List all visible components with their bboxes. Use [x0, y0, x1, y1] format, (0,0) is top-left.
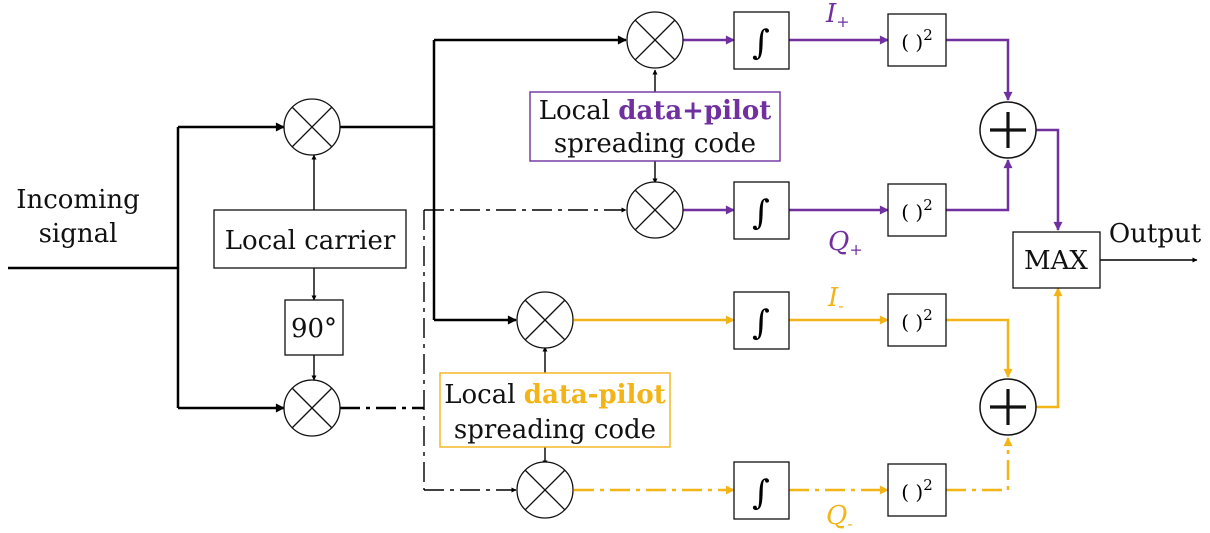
- square-exponent: 2: [923, 196, 933, 214]
- q-minus-sub: -: [847, 514, 852, 533]
- adder-plus: [979, 101, 1037, 159]
- q-minus-letter: Q: [826, 501, 847, 531]
- code-minus-line1: Local data-pilot: [444, 380, 666, 410]
- integrator-q-minus: ∫: [733, 461, 790, 520]
- squarer-i-minus: ( )2: [887, 293, 947, 347]
- svg-text:( )2: ( )2: [901, 476, 933, 504]
- code-minus-box: [439, 372, 671, 448]
- i-minus-label: I-: [827, 283, 844, 315]
- mixer-q-plus: [626, 181, 684, 239]
- code-minus-prefix: Local: [444, 380, 524, 410]
- squarer-i-plus: ( )2: [887, 13, 947, 67]
- mixer-q-minus: [516, 461, 574, 519]
- square-exponent: 2: [923, 306, 933, 324]
- input-wiring: [8, 35, 1198, 493]
- integrator-i-minus: ∫: [733, 291, 790, 350]
- q-plus-label: Q+: [828, 227, 863, 259]
- local-carrier-box: [213, 209, 407, 269]
- integrator-i-plus: ∫: [733, 11, 790, 70]
- i-plus-sub: +: [836, 12, 849, 31]
- incoming-signal-label-line1: Incoming: [16, 185, 140, 215]
- i-plus-label: I+: [825, 0, 850, 31]
- mixer-i-carrier: [283, 98, 341, 156]
- mixer-q-carrier: [283, 379, 341, 437]
- q-plus-letter: Q: [828, 227, 849, 257]
- phase-shift-box: [284, 299, 344, 356]
- max-label: MAX: [1024, 246, 1088, 276]
- svg-text:( )2: ( )2: [901, 196, 933, 224]
- mixer-i-plus: [626, 11, 684, 69]
- plus-branch-wiring: [683, 35, 1063, 231]
- mixer-i-minus: [516, 291, 574, 349]
- square-exponent: 2: [923, 26, 933, 44]
- integrator-q-plus: ∫: [733, 181, 790, 240]
- svg-text:( )2: ( )2: [901, 26, 933, 54]
- local-carrier-label: Local carrier: [225, 226, 396, 256]
- adder-minus: [979, 378, 1037, 436]
- max-box: [1012, 231, 1101, 289]
- phase-shift-label: 90°: [291, 314, 337, 344]
- code-plus-bold: data+pilot: [618, 96, 771, 126]
- output-label: Output: [1109, 219, 1202, 249]
- code-minus-bold: data-pilot: [524, 380, 666, 410]
- svg-text:( )2: ( )2: [901, 306, 933, 334]
- integral-symbol: ∫: [752, 23, 770, 63]
- code-minus-line2: spreading code: [454, 415, 656, 445]
- q-plus-sub: +: [849, 240, 862, 259]
- q-minus-label: Q-: [826, 501, 853, 533]
- squarer-q-plus: ( )2: [887, 183, 947, 237]
- square-label: ( ): [901, 30, 923, 54]
- integral-symbol: ∫: [752, 193, 770, 233]
- integral-symbol: ∫: [752, 473, 770, 513]
- code-plus-line1: Local data+pilot: [539, 96, 772, 126]
- squarer-q-minus: ( )2: [887, 463, 947, 517]
- minus-branch-wiring: [574, 287, 1063, 495]
- code-plus-box: [529, 91, 781, 162]
- i-plus-letter: I: [825, 0, 837, 29]
- square-label: ( ): [901, 480, 923, 504]
- integral-symbol: ∫: [752, 303, 770, 343]
- square-label: ( ): [901, 310, 923, 334]
- code-plus-line2: spreading code: [554, 129, 756, 159]
- square-exponent: 2: [923, 476, 933, 494]
- incoming-signal-label-line2: signal: [39, 219, 118, 249]
- i-minus-sub: -: [838, 296, 843, 315]
- i-minus-letter: I: [827, 283, 839, 313]
- code-plus-prefix: Local: [539, 96, 619, 126]
- square-label: ( ): [901, 200, 923, 224]
